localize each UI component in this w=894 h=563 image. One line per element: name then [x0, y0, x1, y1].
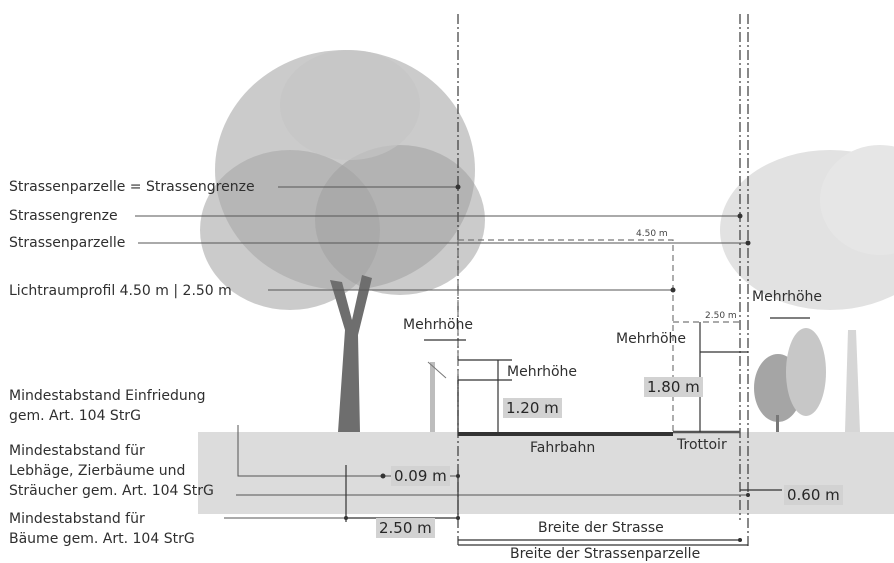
fence-top-line — [427, 361, 447, 379]
label-carriageway: Fahrbahn — [530, 440, 596, 456]
measure-clearance-width-small: 2.50 m — [705, 311, 737, 321]
measure-clearance-height-small: 4.50 m — [636, 229, 668, 239]
label-min-dist-trees-line-1: Mindestabstand für — [9, 511, 145, 527]
label-extra-height-left: Mehrhöhe — [403, 317, 473, 333]
label-parcel-width: Breite der Strassenparzelle — [510, 546, 701, 562]
ground-band — [198, 432, 894, 514]
right-tree-illustration — [720, 145, 894, 432]
label-min-dist-hedges-line-3: Sträucher gem. Art. 104 StrG — [9, 483, 214, 499]
label-clearance-profile: Lichtraumprofil 4.50 m | 2.50 m — [9, 283, 232, 299]
measure-right-distance: 0.60 m — [784, 485, 843, 505]
measure-fence-height: 1.20 m — [503, 398, 562, 418]
leader-dots — [380, 184, 751, 479]
clearance-profile-outline — [458, 239, 674, 432]
label-road-boundary: Strassengrenze — [9, 208, 118, 224]
label-extra-height-right-mid: Mehrhöhe — [616, 331, 686, 347]
label-extra-height-far-right: Mehrhöhe — [752, 289, 822, 305]
label-min-dist-hedges: Mindestabstand für Lebhäge, Zierbäume un… — [9, 443, 214, 500]
label-min-dist-hedges-line-2: Lebhäge, Zierbäume und — [9, 463, 186, 479]
dimension-lines — [345, 317, 810, 546]
fence-post — [430, 362, 435, 432]
label-extra-height-mid: Mehrhöhe — [507, 364, 577, 380]
measure-hedge-distance: 0.09 m — [391, 466, 450, 486]
measure-tree-distance: 2.50 m — [376, 518, 435, 538]
label-min-dist-fence-line-1: Mindestabstand Einfriedung — [9, 388, 206, 404]
label-min-dist-fence-line-2: gem. Art. 104 StrG — [9, 408, 141, 424]
left-tree-illustration — [200, 50, 485, 432]
label-road-parcel: Strassenparzelle — [9, 235, 126, 251]
label-min-dist-trees-line-2: Bäume gem. Art. 104 StrG — [9, 531, 195, 547]
label-min-dist-trees: Mindestabstand für Bäume gem. Art. 104 S… — [9, 511, 195, 548]
label-min-dist-fence: Mindestabstand Einfriedung gem. Art. 104… — [9, 388, 205, 425]
label-parcel-equals-boundary: Strassenparzelle = Strassengrenze — [9, 179, 255, 195]
measure-sidewalk-height: 1.80 m — [644, 377, 703, 397]
label-road-width: Breite der Strasse — [538, 520, 664, 536]
label-sidewalk: Trottoir — [677, 437, 727, 453]
shrub-illustration — [754, 328, 826, 432]
dimension-ticks — [344, 474, 750, 542]
label-min-dist-hedges-line-1: Mindestabstand für — [9, 443, 145, 459]
